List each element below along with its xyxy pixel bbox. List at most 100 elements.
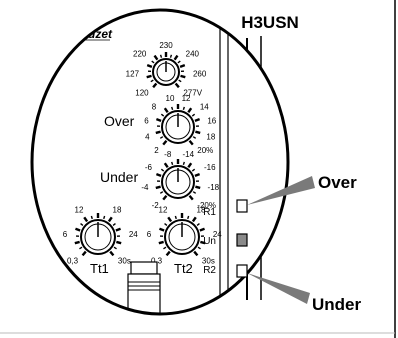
under-callout-arrow <box>247 273 310 304</box>
dial-tick-mark <box>81 250 87 257</box>
dial-tick-mark <box>194 173 201 177</box>
dial-tick-mark <box>163 107 169 113</box>
dial-tick-mark <box>195 185 201 190</box>
dial-tick-mark <box>159 136 164 139</box>
dial-tick-mark <box>188 140 194 146</box>
dial-tick-mark <box>155 130 161 135</box>
tt2-scale-label: 6 <box>147 230 152 239</box>
over-scale-label: 20% <box>197 146 213 155</box>
led-un-label: Un <box>203 236 216 247</box>
under-scale-label: -2 <box>152 201 160 210</box>
tt1-scale-label: 12 <box>75 206 84 215</box>
dial-tick-mark <box>196 223 200 226</box>
over-callout-label: Over <box>318 173 357 192</box>
dial-tick-mark <box>146 64 153 68</box>
dial-tick-mark <box>191 216 197 223</box>
dial-tick-mark <box>115 227 121 232</box>
led-r2-label: R2 <box>203 265 216 276</box>
dial-under[interactable]: -2-4-6-8-14-16-18-20% <box>141 150 219 210</box>
dial-tick-mark <box>187 107 193 113</box>
over-scale-label: 8 <box>152 102 157 111</box>
over-scale-label: 12 <box>182 94 191 103</box>
dial-tick-mark <box>182 106 185 111</box>
dial-tick-mark <box>174 215 177 220</box>
dial-tick-mark <box>173 54 179 61</box>
dial-tick-mark <box>179 64 186 68</box>
over-scale-label: 16 <box>207 117 216 126</box>
dial-tick-mark <box>112 223 116 226</box>
dial-tick-mark <box>162 140 168 146</box>
dial-tick-mark <box>163 162 169 168</box>
over-scale-label: 4 <box>145 133 150 142</box>
dial-tick-mark <box>171 106 174 111</box>
under-scale-label: -8 <box>164 150 172 159</box>
dial-tick-mark <box>165 250 171 257</box>
dial-tick-mark <box>192 191 197 194</box>
over-scale-label: 6 <box>144 117 149 126</box>
dial-tick-mark <box>169 54 173 58</box>
tt1-dial-label: Tt1 <box>90 261 109 276</box>
voltage-scale-label: 260 <box>193 70 207 79</box>
tt2-scale-label: 18 <box>197 206 206 215</box>
voltage-scale-label: 120 <box>135 89 149 98</box>
dial-tick-mark <box>167 216 173 223</box>
voltage-scale-label: 220 <box>133 49 147 58</box>
dial-tick-mark <box>193 250 199 257</box>
dial-tick-mark <box>200 240 206 245</box>
under-scale-label: -6 <box>145 163 153 172</box>
magnifier-outline <box>30 8 290 316</box>
tt2-scale-label: 0,3 <box>151 257 163 266</box>
dial-tick-mark <box>194 118 201 122</box>
tt1-scale-label: 24 <box>129 230 138 239</box>
tt1-scale-label: 18 <box>113 206 122 215</box>
model-label: 3USN <box>48 281 80 295</box>
dial-tick-mark <box>191 168 196 172</box>
under-callout-label: Under <box>312 295 362 314</box>
dial-tick-mark <box>187 215 190 220</box>
dial-tick-mark <box>159 54 163 58</box>
dial-tick-mark <box>75 227 81 232</box>
dial-tick-mark <box>177 60 181 64</box>
under-scale-label: -16 <box>204 163 216 172</box>
dial-tick-mark <box>80 223 84 226</box>
voltage-scale-label: 230 <box>159 41 173 50</box>
dial-tick-mark <box>155 173 162 177</box>
under-scale-label: -4 <box>141 183 149 192</box>
dial-tick-mark <box>171 161 174 166</box>
dial-tick-mark <box>160 113 165 117</box>
dial-tick-mark <box>103 215 106 220</box>
over-callout-arrow <box>247 176 315 205</box>
dial-tick-mark <box>158 240 164 245</box>
dial-tick-mark <box>83 216 89 223</box>
tt1-scale-label: 30s <box>118 257 131 266</box>
dial-tick-mark <box>107 216 113 223</box>
led-r1-label: R1 <box>203 207 216 218</box>
dial-tick-mark <box>174 82 180 89</box>
dial-tick-mark <box>195 130 201 135</box>
device-title: H3USN <box>241 13 299 32</box>
dial-tick-mark <box>180 74 186 79</box>
dial-tick-mark <box>74 240 80 245</box>
dial-tick-mark <box>113 246 117 250</box>
over-scale-label: 18 <box>206 133 215 142</box>
dial-tick-mark <box>199 227 205 232</box>
dial-tick-mark <box>188 195 194 201</box>
dial-tick-mark <box>182 161 185 166</box>
dial-tick-mark <box>109 250 115 257</box>
terminal-connector <box>127 261 161 314</box>
over-dial-label: Over <box>104 113 135 129</box>
under-dial-label: Under <box>100 169 138 185</box>
dial-tick-mark <box>90 215 93 220</box>
under-scale-label: -20% <box>197 201 216 210</box>
dial-tick-mark <box>187 162 193 168</box>
dial-tick-mark <box>116 240 122 245</box>
led-un <box>236 233 248 247</box>
dial-tick-mark <box>150 79 154 83</box>
dial-tick-mark <box>79 246 83 250</box>
